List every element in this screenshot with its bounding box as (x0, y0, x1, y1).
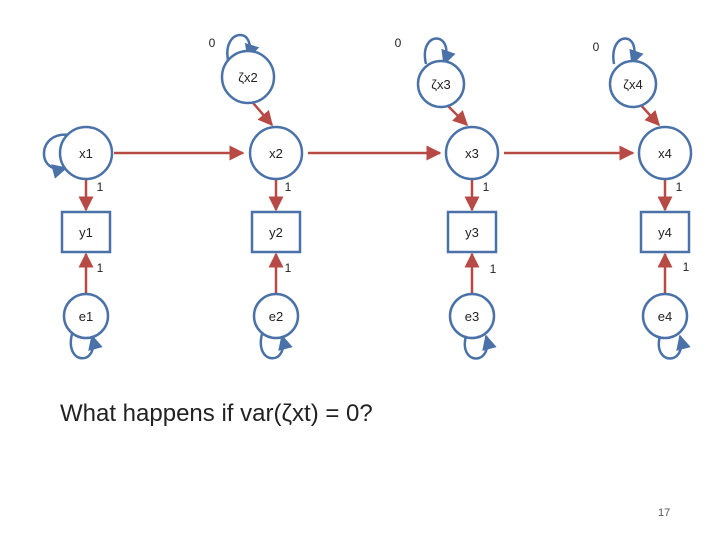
variance-loop-e3 (463, 334, 497, 360)
node-zeta-x3 (416, 59, 466, 109)
loading-e2-y2: 1 (285, 261, 292, 275)
label-e2: e2 (269, 309, 283, 324)
variance-values: 0 0 0 (209, 36, 600, 54)
node-x3 (444, 125, 500, 181)
variance-zeta-x3: 0 (395, 36, 402, 50)
loading-e1-y1: 1 (97, 261, 104, 275)
loading-x4-y4: 1 (676, 180, 683, 194)
node-zeta-x4 (608, 59, 658, 109)
node-x2 (248, 125, 304, 181)
label-x3: x3 (465, 146, 479, 161)
variance-loop-zeta-x3 (423, 37, 456, 66)
observed-nodes (60, 210, 691, 254)
label-x4: x4 (658, 146, 672, 161)
variance-loops (42, 33, 691, 360)
node-x1 (58, 125, 114, 181)
node-y2 (250, 210, 302, 254)
node-labels: ζx2 ζx3 ζx4 x1 x2 x3 x4 y1 y2 y3 y4 e1 e… (79, 70, 672, 324)
label-y3: y3 (465, 225, 479, 240)
label-y4: y4 (658, 225, 672, 240)
variance-zeta-x2: 0 (209, 36, 216, 50)
node-e1 (62, 292, 110, 340)
loading-labels: 1 1 1 1 1 1 1 1 (97, 180, 690, 276)
label-e3: e3 (465, 309, 479, 324)
loading-x3-y3: 1 (483, 180, 490, 194)
variance-loop-x1 (42, 133, 71, 179)
variance-loop-zeta-x4 (612, 37, 644, 66)
label-x2: x2 (269, 146, 283, 161)
node-x4 (637, 125, 693, 181)
label-e4: e4 (658, 309, 672, 324)
label-y1: y1 (79, 225, 93, 240)
label-zeta-x2: ζx2 (238, 70, 257, 85)
variance-loop-e1 (69, 333, 103, 360)
label-y2: y2 (269, 225, 283, 240)
variance-loop-e2 (259, 333, 293, 360)
node-y4 (639, 210, 691, 254)
latent-nodes (58, 49, 693, 340)
node-e2 (252, 292, 300, 340)
node-y1 (60, 210, 112, 254)
page-number: 17 (658, 507, 671, 519)
loading-x2-y2: 1 (285, 180, 292, 194)
node-e4 (641, 292, 689, 340)
label-x1: x1 (79, 146, 93, 161)
loading-e4-y4: 1 (683, 260, 690, 274)
variance-zeta-x4: 0 (593, 40, 600, 54)
regression-paths (78, 96, 673, 296)
label-zeta-x3: ζx3 (431, 77, 450, 92)
variance-loop-e4 (657, 334, 691, 360)
question-text: What happens if var(ζxt) = 0? (60, 400, 373, 427)
loading-e3-y3: 1 (490, 262, 497, 276)
node-zeta-x2 (220, 49, 276, 105)
variance-loop-zeta-x2 (226, 33, 260, 61)
label-e1: e1 (79, 309, 93, 324)
loading-x1-y1: 1 (97, 180, 104, 194)
node-y3 (446, 210, 498, 254)
label-zeta-x4: ζx4 (623, 77, 642, 92)
node-e3 (448, 292, 496, 340)
